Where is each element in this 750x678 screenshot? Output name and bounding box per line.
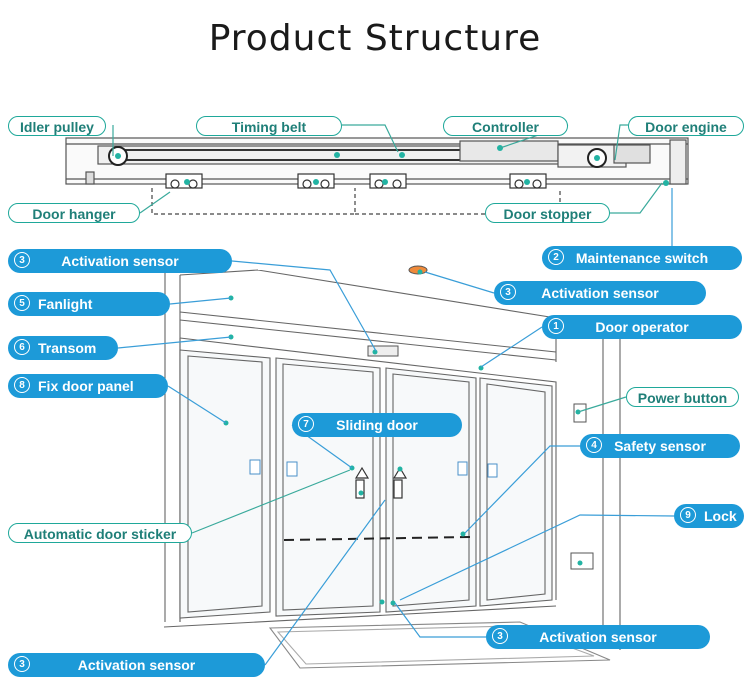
label-text: Lock — [704, 508, 737, 524]
label-activation-sensor-top-left: 3 Activation sensor — [8, 249, 232, 273]
label-number: 5 — [14, 295, 30, 311]
engine-pulley-wheel — [587, 148, 607, 168]
label-door-operator: 1 Door operator — [542, 315, 742, 339]
label-door-engine: Door engine — [628, 116, 744, 136]
label-number: 8 — [14, 377, 30, 393]
label-transom: 6 Transom — [8, 336, 118, 360]
label-door-stopper: Door stopper — [485, 203, 610, 223]
page-title: Product Structure — [208, 18, 542, 59]
label-number: 9 — [680, 507, 696, 523]
stickers — [249, 459, 498, 478]
label-number: 4 — [586, 437, 602, 453]
label-number: 7 — [298, 416, 314, 432]
label-text: Sliding door — [336, 417, 418, 433]
label-number: 6 — [14, 339, 30, 355]
label-text: Transom — [38, 340, 97, 356]
label-lock: 9 Lock — [674, 504, 744, 528]
idler-pulley-wheel — [108, 146, 128, 166]
door-handles — [354, 466, 408, 499]
label-maintenance-switch: 2 Maintenance switch — [542, 246, 742, 270]
label-text: Activation sensor — [541, 285, 659, 301]
label-power-button: Power button — [626, 387, 739, 407]
label-activation-sensor-floor-right: 3 Activation sensor — [486, 625, 710, 649]
label-fanlight: 5 Fanlight — [8, 292, 170, 316]
label-safety-sensor: 4 Safety sensor — [580, 434, 740, 458]
label-text: Activation sensor — [77, 657, 196, 673]
label-timing-belt: Timing belt — [196, 116, 342, 136]
label-number: 1 — [548, 318, 564, 334]
label-text: Maintenance switch — [575, 250, 709, 266]
label-automatic-door-sticker: Automatic door sticker — [8, 523, 192, 543]
label-text: Door operator — [595, 319, 689, 335]
label-idler-pulley: Idler pulley — [8, 116, 106, 136]
label-activation-sensor-right: 3 Activation sensor — [494, 281, 706, 305]
label-number: 3 — [492, 628, 508, 644]
label-number: 3 — [14, 656, 30, 672]
label-activation-sensor-floor-left: 3 Activation sensor — [8, 653, 265, 677]
label-text: Fanlight — [38, 296, 93, 312]
label-fix-door-panel: 8 Fix door panel — [8, 374, 168, 398]
label-number: 3 — [14, 252, 30, 268]
label-sliding-door: 7 Sliding door — [292, 413, 462, 437]
label-text: Safety sensor — [614, 438, 706, 454]
label-text: Activation sensor — [539, 629, 657, 645]
label-text: Activation sensor — [61, 253, 179, 269]
hanger-wheels — [165, 173, 547, 189]
label-door-hanger: Door hanger — [8, 203, 140, 223]
label-text: Fix door panel — [38, 378, 134, 394]
label-controller: Controller — [443, 116, 568, 136]
rail-mechanism — [65, 137, 689, 185]
label-number: 3 — [500, 284, 516, 300]
label-number: 2 — [548, 249, 564, 265]
